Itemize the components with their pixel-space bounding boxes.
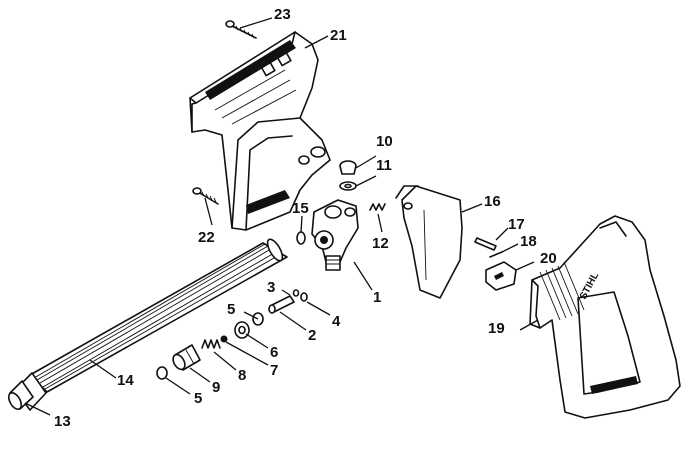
callout-4: 4: [332, 313, 341, 330]
callout-18: 18: [520, 233, 537, 250]
o-ring-part: [296, 231, 306, 245]
leader-lines: [24, 17, 539, 416]
spring-part: [201, 339, 221, 349]
callout-9: 9: [212, 379, 220, 396]
callout-14: 14: [117, 372, 134, 389]
safety-lock-part: [485, 261, 517, 291]
callout-19: 19: [488, 320, 505, 337]
callout-12: 12: [372, 235, 389, 252]
trigger-part: [395, 185, 463, 299]
callout-17: 17: [508, 216, 525, 233]
o-ring-part: [252, 312, 264, 326]
pin-part: [489, 251, 503, 258]
o-ring-part: [156, 366, 168, 380]
callout-23: 23: [274, 6, 291, 23]
ball-part: [220, 335, 228, 343]
valve-seat-part: [172, 344, 201, 371]
handle-left-half-part: [189, 31, 331, 231]
spring-part: [369, 203, 386, 211]
pin-part: [474, 237, 497, 251]
handle-right-half-part: [529, 215, 681, 419]
o-ring-part: [292, 289, 300, 297]
callout-15: 15: [292, 200, 309, 217]
washer-part: [339, 181, 357, 191]
callout-3: 3: [267, 279, 275, 296]
valve-pin-part: [268, 295, 295, 314]
callout-8: 8: [238, 367, 246, 384]
callout-10: 10: [376, 133, 393, 150]
screw-part: [225, 20, 257, 39]
callout-labels: 23 21 10 11 16 15 17 22 12 18 20 3 1 5 4…: [54, 6, 557, 430]
callout-2: 2: [308, 327, 316, 344]
seal-part: [234, 321, 250, 339]
screw-part: [192, 187, 219, 205]
o-ring-part: [300, 292, 308, 302]
callout-6: 6: [270, 344, 278, 361]
cap-part: [339, 160, 357, 175]
callout-21: 21: [330, 27, 347, 44]
callout-11: 11: [376, 157, 392, 174]
callout-16: 16: [484, 193, 501, 210]
callout-5a: 5: [227, 301, 235, 318]
valve-body-part: [311, 199, 359, 271]
callout-13: 13: [54, 413, 71, 430]
callout-5b: 5: [194, 390, 202, 407]
callout-22: 22: [198, 229, 215, 246]
callout-20: 20: [540, 250, 557, 267]
callout-1: 1: [373, 289, 381, 306]
callout-7: 7: [270, 362, 278, 379]
